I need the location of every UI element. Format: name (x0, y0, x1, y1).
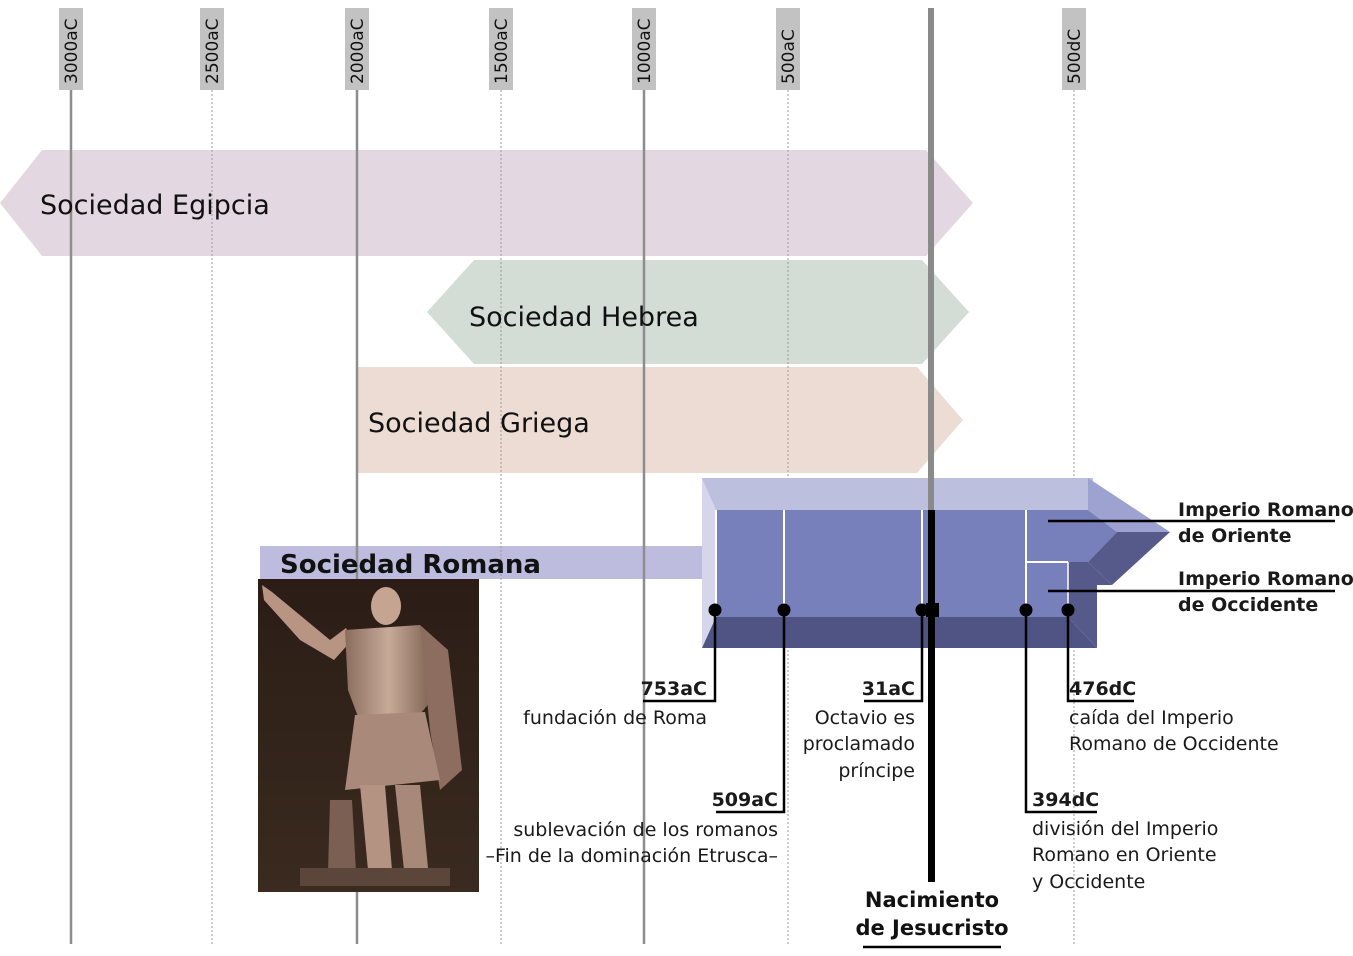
event-connectors (643, 519, 1335, 814)
roman-empire-block (702, 478, 1170, 648)
roman-block-front (716, 510, 1068, 617)
event-753-date: 753aC (641, 678, 707, 700)
roman-arrow-dark (1088, 532, 1170, 585)
axis-tick-box-2500aC (200, 8, 224, 90)
birth-label: Nacimiento de Jesucristo (855, 884, 1009, 949)
event-476-desc-2: Romano de Occidente (1069, 733, 1279, 755)
label-sociedad-romana: Sociedad Romana (280, 550, 541, 580)
event-394-date: 394dC (1032, 789, 1099, 811)
event-509-desc-1: sublevación de los romanos (513, 819, 778, 841)
branch-oriente-1: Imperio Romano (1178, 499, 1353, 521)
augustus-statue-image (258, 579, 479, 892)
axis-tick-label-1500aC: 1500aC (492, 18, 512, 84)
branch-occidente-1: Imperio Romano (1178, 568, 1353, 590)
axis-ticks: 3000aC 2500aC 2000aC 1500aC 1000aC 500aC 500dC (59, 8, 1086, 90)
label-sociedad-hebrea: Sociedad Hebrea (469, 302, 699, 333)
roman-arrow-top (1088, 478, 1170, 532)
event-31-desc-2: proclamado (803, 733, 915, 755)
event-476-desc-1: caída del Imperio (1069, 707, 1234, 729)
axis-tick-box-500aC (776, 8, 800, 90)
branch-oriente-2: de Oriente (1178, 525, 1292, 547)
dot-31aC (915, 603, 929, 617)
axis-tick-box-500dC (1062, 8, 1086, 90)
event-394-desc-3: y Occidente (1032, 871, 1145, 893)
event-31-date: 31aC (862, 678, 915, 700)
axis-tick-box-2000aC (345, 8, 369, 90)
label-sociedad-griega: Sociedad Griega (368, 408, 590, 439)
dot-394dC (1019, 603, 1033, 617)
axis-tick-box-1000aC (632, 8, 656, 90)
axis-tick-label-3000aC: 3000aC (62, 18, 82, 84)
axis-tick-box-1500aC (489, 8, 513, 90)
event-394-desc-1: división del Imperio (1032, 818, 1218, 840)
birth-line-1: Nacimiento (865, 888, 999, 912)
event-394-desc-2: Romano en Oriente (1032, 844, 1217, 866)
year-zero-line-black (928, 510, 935, 882)
birth-line-2: de Jesucristo (855, 916, 1008, 940)
axis-tick-label-500dC: 500dC (1065, 29, 1085, 84)
band-sociedad-griega (357, 367, 963, 473)
event-31-desc-3: príncipe (838, 760, 915, 782)
axis-tick-label-1000aC: 1000aC (635, 18, 655, 84)
axis-tick-label-500aC: 500aC (779, 29, 799, 84)
axis-tick-label-2500aC: 2500aC (203, 18, 223, 84)
dot-year-zero (926, 603, 939, 617)
event-753-desc: fundación de Roma (523, 707, 707, 729)
axis-tick-box-3000aC (59, 8, 83, 90)
roman-block-bottom (702, 617, 1097, 648)
roman-arrow-front (1026, 510, 1117, 562)
label-sociedad-egipcia: Sociedad Egipcia (40, 190, 270, 221)
roman-block-top (702, 478, 1093, 510)
band-sociedad-egipcia (0, 150, 973, 256)
dot-753aC (708, 603, 722, 617)
band-sociedad-romana (260, 546, 705, 579)
roman-branch-west-side (1068, 562, 1112, 648)
event-476-date: 476dC (1069, 678, 1136, 700)
dot-509aC (777, 603, 791, 617)
event-509-date: 509aC (712, 789, 778, 811)
event-dots (708, 603, 1075, 617)
axis-tick-label-2000aC: 2000aC (348, 18, 368, 84)
year-zero-line-grey (928, 8, 934, 510)
branch-occidente-2: de Occidente (1178, 594, 1318, 616)
event-31-desc-1: Octavio es (815, 707, 915, 729)
dot-476dC (1061, 603, 1075, 617)
event-509-desc-2: –Fin de la dominación Etrusca– (485, 845, 778, 867)
band-sociedad-hebrea (427, 260, 969, 364)
